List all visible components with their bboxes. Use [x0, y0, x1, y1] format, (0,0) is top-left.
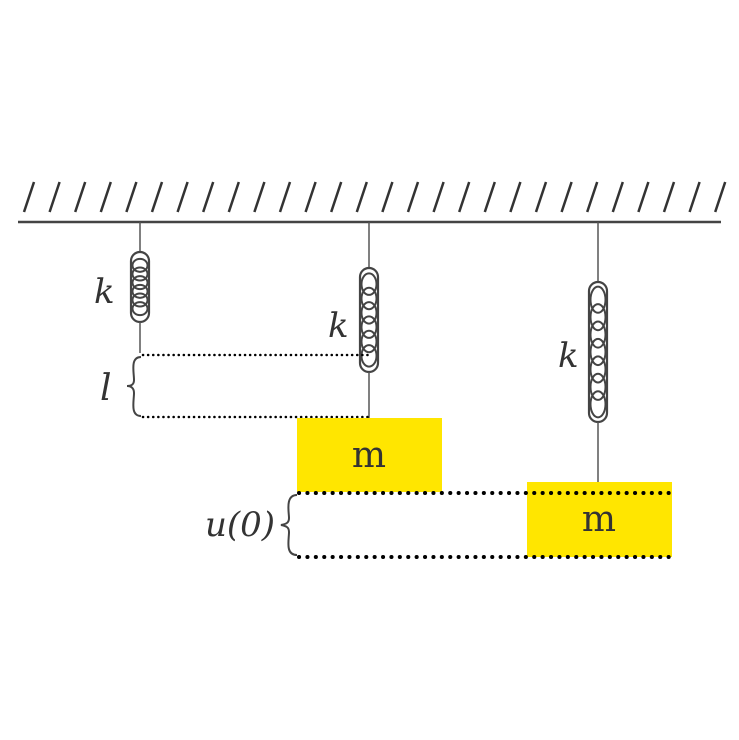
hatch-mark [150, 181, 164, 213]
hatch-mark [227, 181, 240, 213]
hatch-mark [560, 181, 573, 213]
hatch-mark [458, 181, 471, 213]
spring-coil [131, 301, 149, 317]
hatch-mark [406, 181, 420, 213]
hatch-mark [688, 181, 701, 213]
spring-coil [360, 272, 378, 296]
hatch-mark [714, 181, 727, 213]
spring-coil [589, 337, 607, 367]
hatch-mark [176, 181, 189, 213]
hatch-mark [611, 181, 624, 213]
hatch-mark [330, 181, 343, 213]
spring-2-label: k [328, 306, 349, 346]
u0-brace [280, 494, 298, 556]
spring-coil [589, 372, 607, 401]
spring-coil [131, 275, 149, 291]
spring-coil [131, 292, 149, 308]
l-brace [126, 356, 142, 417]
spring-coil [131, 266, 149, 282]
spring-coil [589, 355, 607, 384]
spring-coil [131, 257, 149, 273]
spring-2 [358, 266, 380, 374]
hatch-mark [637, 181, 650, 213]
spring-coil [589, 285, 607, 314]
mass-2-label: m [582, 499, 616, 540]
spring-coil [360, 329, 378, 354]
hatch-mark [48, 181, 61, 213]
hatch-mark [99, 181, 112, 213]
hatch-mark [662, 181, 676, 213]
spring-1 [129, 250, 151, 324]
hatch-mark [253, 181, 266, 213]
hatch-mark [355, 181, 368, 213]
mass-1-label: m [352, 435, 386, 476]
spring-coil [131, 283, 149, 299]
spring-coil [360, 286, 378, 311]
hatch-mark [534, 181, 548, 213]
spring-coil [589, 320, 607, 349]
spring-coil [360, 301, 378, 325]
spring-coil [589, 303, 607, 332]
hatch-mark [74, 181, 87, 213]
spring-3-label: k [558, 336, 579, 376]
l-label: l [100, 368, 112, 409]
hatch-mark [586, 181, 599, 213]
hatch-mark [483, 181, 496, 213]
u0-label: u(0) [205, 505, 275, 545]
hatch-mark [202, 181, 215, 213]
hatch-mark [509, 181, 522, 213]
ceiling-hatching [22, 181, 727, 213]
hatch-mark [432, 181, 445, 213]
spring-coil [589, 390, 607, 419]
spring-coil [360, 315, 378, 339]
hatch-mark [304, 181, 317, 213]
hatch-mark [22, 181, 36, 213]
spring-3 [587, 280, 609, 424]
spring-coil [360, 344, 378, 368]
spring-1-label: k [94, 272, 115, 312]
hatch-mark [381, 181, 394, 213]
hatch-mark [278, 181, 292, 213]
hatch-mark [125, 181, 138, 213]
mass-1 [297, 418, 442, 492]
